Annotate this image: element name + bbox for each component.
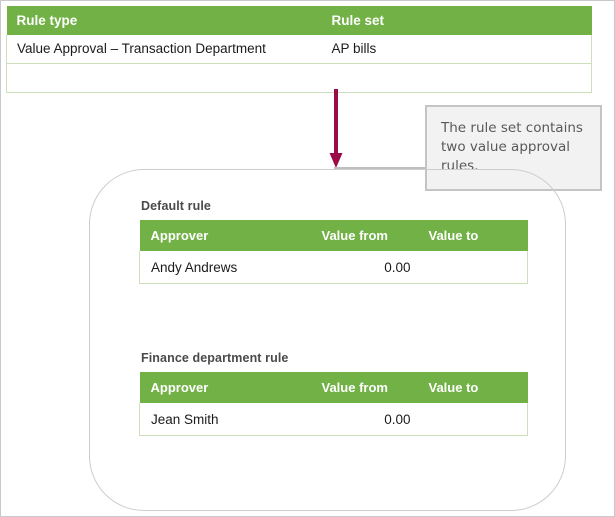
cell-approver: Andy Andrews — [139, 251, 322, 284]
rule-section-default: Default rule Approver Value from Value t… — [139, 199, 528, 284]
table-row: Value Approval – Transaction Department … — [6, 35, 592, 64]
cell-value-from: 0.00 — [321, 251, 429, 284]
column-header-value-from: Value from — [321, 220, 429, 251]
table-header-row: Approver Value from Value to — [139, 220, 528, 251]
down-arrow-icon — [329, 89, 343, 168]
column-header-approver: Approver — [139, 220, 322, 251]
rule-section-finance: Finance department rule Approver Value f… — [139, 351, 528, 436]
column-header-value-to: Value to — [428, 220, 528, 251]
column-header-rule-type: Rule type — [6, 6, 322, 35]
cell-value-to — [428, 403, 528, 436]
callout-leader-line — [334, 167, 426, 169]
callout-text: The rule set contains two value approval… — [441, 120, 583, 174]
column-header-approver: Approver — [139, 372, 322, 403]
rule-section-caption: Finance department rule — [141, 351, 289, 365]
table-row: Andy Andrews 0.00 — [139, 251, 528, 284]
cell-rule-set-empty — [321, 63, 592, 93]
rule-section-caption: Default rule — [141, 199, 211, 213]
approver-table-finance: Approver Value from Value to Jean Smith … — [139, 372, 528, 436]
table-header-row: Approver Value from Value to — [139, 372, 528, 403]
cell-value-to — [428, 251, 528, 284]
cell-rule-type-empty — [6, 63, 322, 93]
cell-approver: Jean Smith — [139, 403, 322, 436]
table-row-empty — [6, 63, 592, 93]
column-header-value-to: Value to — [428, 372, 528, 403]
column-header-value-from: Value from — [321, 372, 429, 403]
column-header-rule-set: Rule set — [321, 6, 592, 35]
cell-rule-set: AP bills — [321, 35, 592, 64]
rule-set-group-container — [89, 169, 566, 511]
cell-value-from: 0.00 — [321, 403, 429, 436]
cell-rule-type: Value Approval – Transaction Department — [6, 35, 322, 64]
table-header-row: Rule type Rule set — [6, 6, 592, 35]
table-row: Jean Smith 0.00 — [139, 403, 528, 436]
approver-table-default: Approver Value from Value to Andy Andrew… — [139, 220, 528, 284]
rule-type-table: Rule type Rule set Value Approval – Tran… — [6, 6, 592, 93]
